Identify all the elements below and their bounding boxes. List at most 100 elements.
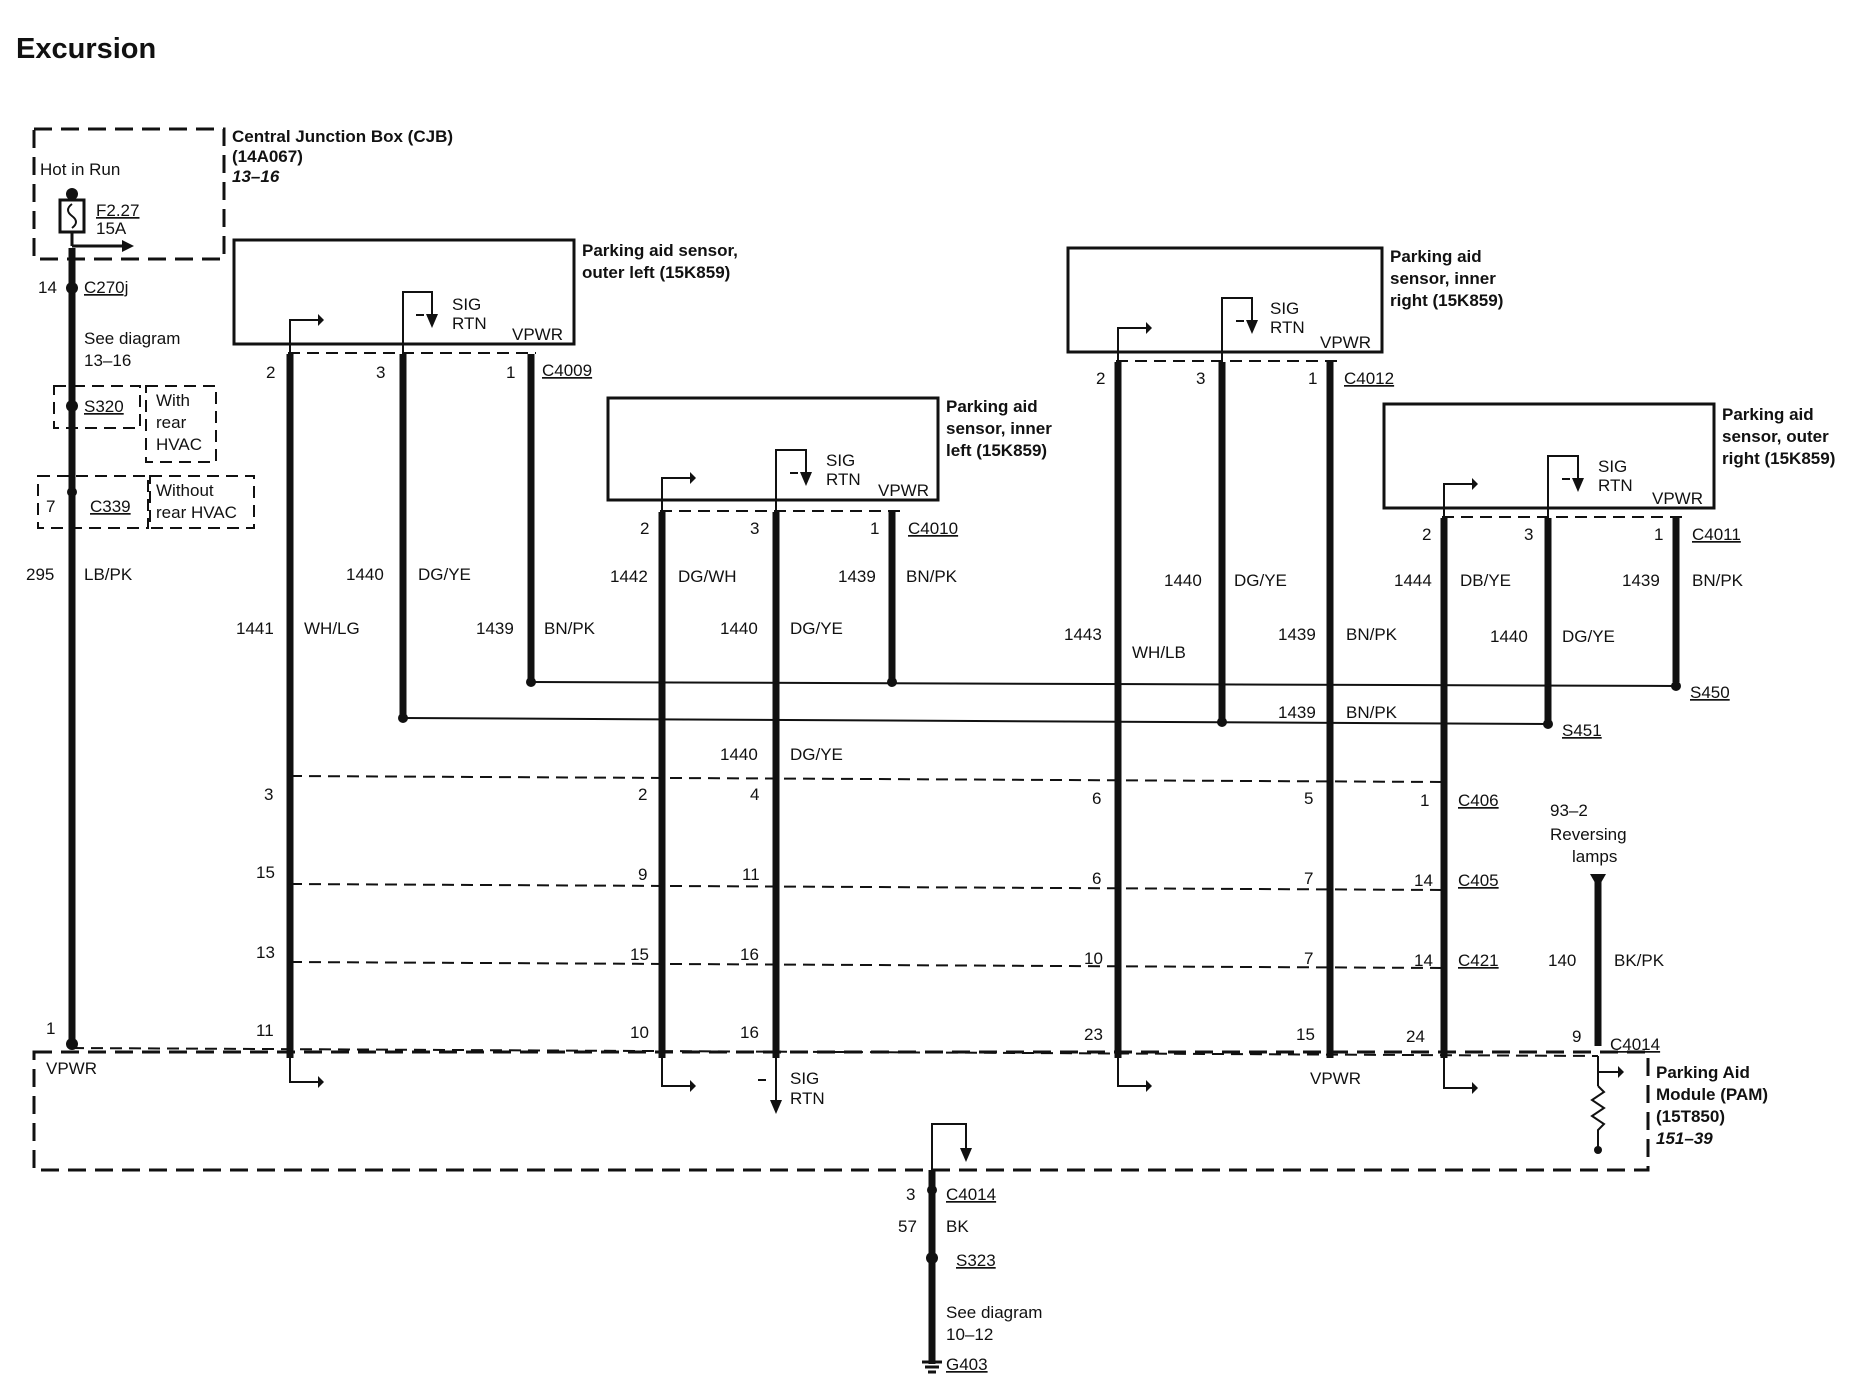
- svg-text:1: 1: [870, 519, 879, 538]
- svg-text:1439: 1439: [838, 567, 876, 586]
- svg-text:1442: 1442: [610, 567, 648, 586]
- svg-text:VPWR: VPWR: [1310, 1069, 1361, 1088]
- vertical-wires: [286, 354, 1680, 1058]
- svg-text:3: 3: [906, 1185, 915, 1204]
- svg-text:Central Junction Box (CJB): Central Junction Box (CJB): [232, 127, 453, 146]
- svg-text:Parking aid: Parking aid: [1722, 405, 1814, 424]
- svg-text:6: 6: [1092, 869, 1101, 888]
- svg-text:1440: 1440: [346, 565, 384, 584]
- svg-text:sensor, inner: sensor, inner: [1390, 269, 1496, 288]
- svg-text:See diagram: See diagram: [946, 1303, 1042, 1322]
- svg-text:C421: C421: [1458, 951, 1499, 970]
- central-junction-box: Central Junction Box (CJB) (14A067) 13–1…: [32, 127, 453, 261]
- svg-text:140: 140: [1548, 951, 1576, 970]
- svg-text:1441: 1441: [236, 619, 274, 638]
- svg-text:lamps: lamps: [1572, 847, 1617, 866]
- diagram-title: Excursion: [16, 33, 156, 65]
- svg-text:WH/LB: WH/LB: [1132, 643, 1186, 662]
- svg-text:SIG: SIG: [790, 1069, 819, 1088]
- svg-text:16: 16: [740, 945, 759, 964]
- svg-text:rear: rear: [156, 413, 187, 432]
- svg-text:3: 3: [1524, 525, 1533, 544]
- svg-text:C4010: C4010: [908, 519, 958, 538]
- svg-text:BN/PK: BN/PK: [1346, 703, 1398, 722]
- svg-text:2: 2: [640, 519, 649, 538]
- svg-text:S451: S451: [1562, 721, 1602, 740]
- svg-text:295: 295: [26, 565, 54, 584]
- svg-text:2: 2: [266, 363, 275, 382]
- svg-text:7: 7: [1304, 869, 1313, 888]
- svg-text:F2.27: F2.27: [96, 201, 139, 220]
- svg-text:SIG: SIG: [1270, 299, 1299, 318]
- svg-text:RTN: RTN: [1270, 318, 1305, 337]
- svg-text:16: 16: [740, 1023, 759, 1042]
- svg-text:1439: 1439: [1278, 625, 1316, 644]
- svg-text:1444: 1444: [1394, 571, 1432, 590]
- reversing-lamps-feed: 93–2 Reversing lamps 140 BK/PK: [1548, 801, 1665, 970]
- svg-text:SIG: SIG: [452, 295, 481, 314]
- svg-text:right (15K859): right (15K859): [1390, 291, 1503, 310]
- svg-text:C406: C406: [1458, 791, 1499, 810]
- svg-text:RTN: RTN: [826, 470, 861, 489]
- svg-text:BK/PK: BK/PK: [1614, 951, 1665, 970]
- svg-text:93–2: 93–2: [1550, 801, 1588, 820]
- svg-text:1440: 1440: [1164, 571, 1202, 590]
- svg-text:6: 6: [1092, 789, 1101, 808]
- connector-c421: 13 15 16 10 7 14 C421: [256, 943, 1499, 970]
- svg-text:left (15K859): left (15K859): [946, 441, 1047, 460]
- svg-text:7: 7: [1304, 949, 1313, 968]
- svg-text:1: 1: [1308, 369, 1317, 388]
- svg-text:DB/YE: DB/YE: [1460, 571, 1511, 590]
- svg-text:RTN: RTN: [790, 1089, 825, 1108]
- svg-text:BK: BK: [946, 1217, 969, 1236]
- svg-text:1: 1: [1654, 525, 1663, 544]
- svg-text:LB/PK: LB/PK: [84, 565, 133, 584]
- sensor-inner-left: Parking aid sensor, inner left (15K859) …: [606, 396, 1052, 538]
- svg-text:Without: Without: [156, 481, 214, 500]
- svg-text:2: 2: [1422, 525, 1431, 544]
- svg-text:1440: 1440: [1490, 627, 1528, 646]
- svg-text:15A: 15A: [96, 219, 127, 238]
- ground-icon: [922, 1360, 942, 1374]
- svg-text:3: 3: [376, 363, 385, 382]
- wire-labels: 1441 WH/LG 1440 DG/YE 1439 BN/PK 1442 DG…: [236, 565, 1744, 764]
- svg-text:23: 23: [1084, 1025, 1103, 1044]
- svg-text:2: 2: [638, 785, 647, 804]
- svg-text:10: 10: [1084, 949, 1103, 968]
- ground-path: 3 C4014 57 BK S323 See diagram 10–12 G40…: [898, 1123, 1042, 1374]
- svg-text:Parking Aid: Parking Aid: [1656, 1063, 1750, 1082]
- sensor-outer-left: Parking aid sensor, outer left (15K859) …: [232, 238, 738, 382]
- svg-text:C405: C405: [1458, 871, 1499, 890]
- svg-text:(14A067): (14A067): [232, 147, 303, 166]
- svg-text:Reversing: Reversing: [1550, 825, 1627, 844]
- svg-text:1: 1: [46, 1019, 55, 1038]
- svg-text:Hot in Run: Hot in Run: [40, 160, 120, 179]
- svg-text:sensor, outer: sensor, outer: [1722, 427, 1829, 446]
- svg-text:10: 10: [630, 1023, 649, 1042]
- svg-text:VPWR: VPWR: [512, 325, 563, 344]
- svg-text:rear HVAC: rear HVAC: [156, 503, 237, 522]
- sensor-inner-right: Parking aid sensor, inner right (15K859)…: [1066, 246, 1503, 388]
- svg-text:57: 57: [898, 1217, 917, 1236]
- svg-text:DG/YE: DG/YE: [790, 745, 843, 764]
- svg-text:VPWR: VPWR: [878, 481, 929, 500]
- svg-text:2: 2: [1096, 369, 1105, 388]
- svg-text:24: 24: [1406, 1027, 1425, 1046]
- resistor-icon: [1590, 1056, 1624, 1154]
- svg-text:C4014: C4014: [1610, 1035, 1660, 1054]
- svg-text:DG/WH: DG/WH: [678, 567, 737, 586]
- svg-text:5: 5: [1304, 789, 1313, 808]
- svg-text:BN/PK: BN/PK: [1346, 625, 1398, 644]
- svg-text:SIG: SIG: [1598, 457, 1627, 476]
- svg-text:1440: 1440: [720, 745, 758, 764]
- svg-text:10–12: 10–12: [946, 1325, 993, 1344]
- svg-text:1: 1: [1420, 791, 1429, 810]
- svg-text:9: 9: [1572, 1027, 1581, 1046]
- bus-wires: S450 S451: [398, 677, 1730, 740]
- svg-text:G403: G403: [946, 1355, 988, 1374]
- svg-text:Parking aid: Parking aid: [1390, 247, 1482, 266]
- left-power-feed: 14 C270j See diagram 13–16 S320 With rea…: [26, 248, 255, 1050]
- svg-text:9: 9: [638, 865, 647, 884]
- svg-text:15: 15: [630, 945, 649, 964]
- svg-text:RTN: RTN: [452, 314, 487, 333]
